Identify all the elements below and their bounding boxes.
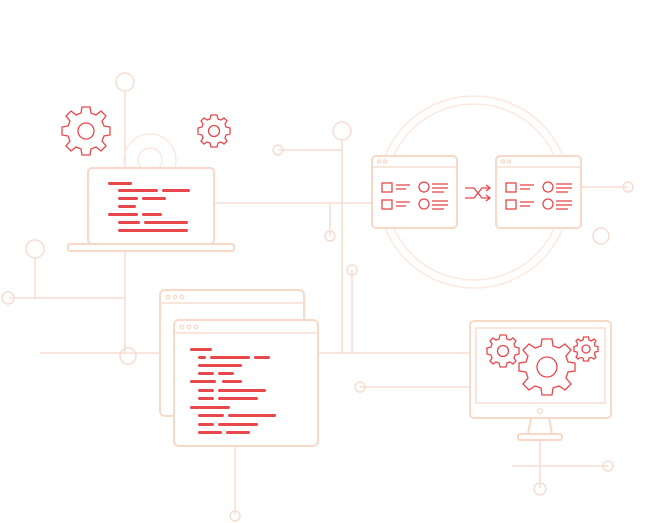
network-node-icon	[115, 72, 135, 92]
network-node-icon	[272, 144, 284, 156]
monitor-icon	[469, 320, 612, 441]
network-node-icon	[119, 347, 137, 365]
gear-icon	[197, 114, 231, 148]
network-node-icon	[25, 239, 45, 259]
gear-icon	[486, 334, 520, 368]
network-node-icon	[592, 227, 610, 245]
code-lines-icon	[108, 182, 190, 232]
network-node-icon	[602, 460, 614, 472]
network-node-icon	[354, 381, 366, 393]
gear-icon	[573, 336, 599, 362]
gear-icon	[518, 338, 576, 396]
network-node-icon	[324, 230, 336, 242]
network-node-icon	[332, 121, 352, 141]
gear-icon	[61, 106, 111, 156]
network-node-icon	[1, 291, 15, 305]
laptop-icon	[67, 133, 235, 252]
browser-window-icon	[173, 319, 319, 447]
network-node-icon	[622, 181, 634, 193]
browser-window-icon	[371, 155, 458, 229]
network-nodes	[1, 72, 634, 522]
network-node-icon	[346, 264, 358, 276]
network-lines	[9, 92, 628, 515]
browser-window-icon	[495, 155, 582, 229]
shuffle-arrows-icon	[465, 184, 492, 202]
network-node-icon	[533, 482, 547, 496]
code-lines-icon	[190, 348, 276, 434]
network-node-icon	[229, 510, 241, 522]
